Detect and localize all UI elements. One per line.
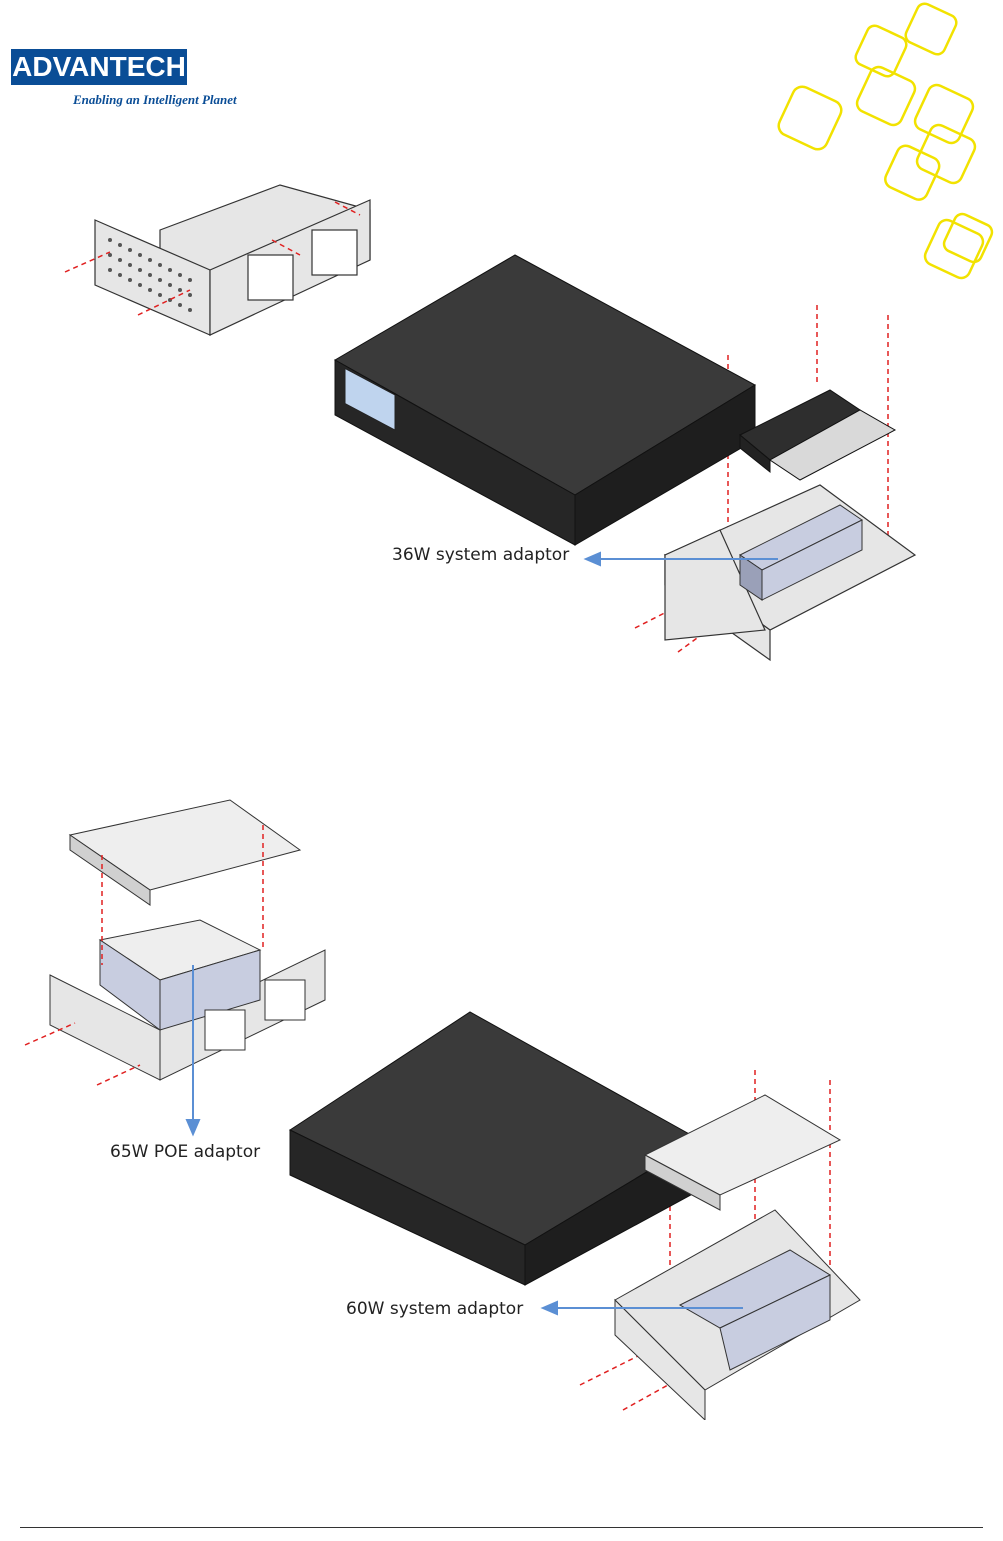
company-logo: ADVANTECH [11,49,187,85]
left-rack-bracket-poe [50,920,325,1080]
left-rack-bracket [95,185,370,335]
poe-adaptor-top-plate [70,800,300,905]
logo-tagline: Enabling an Intelligent Planet [73,92,273,108]
router-chassis [335,255,755,545]
assembly-diagram-36w [0,160,1003,680]
adaptor-cover [740,390,895,480]
callout-36w-system-adaptor: 36W system adaptor [392,545,569,565]
logo-text: ADVANTECH [12,51,186,82]
callout-65w-poe-adaptor: 65W POE adaptor [110,1142,260,1162]
callout-60w-system-adaptor: 60W system adaptor [346,1299,523,1319]
router-chassis-2 [290,1012,700,1285]
footer-divider [20,1527,983,1528]
assembly-diagram-60w-65w [0,780,1003,1420]
